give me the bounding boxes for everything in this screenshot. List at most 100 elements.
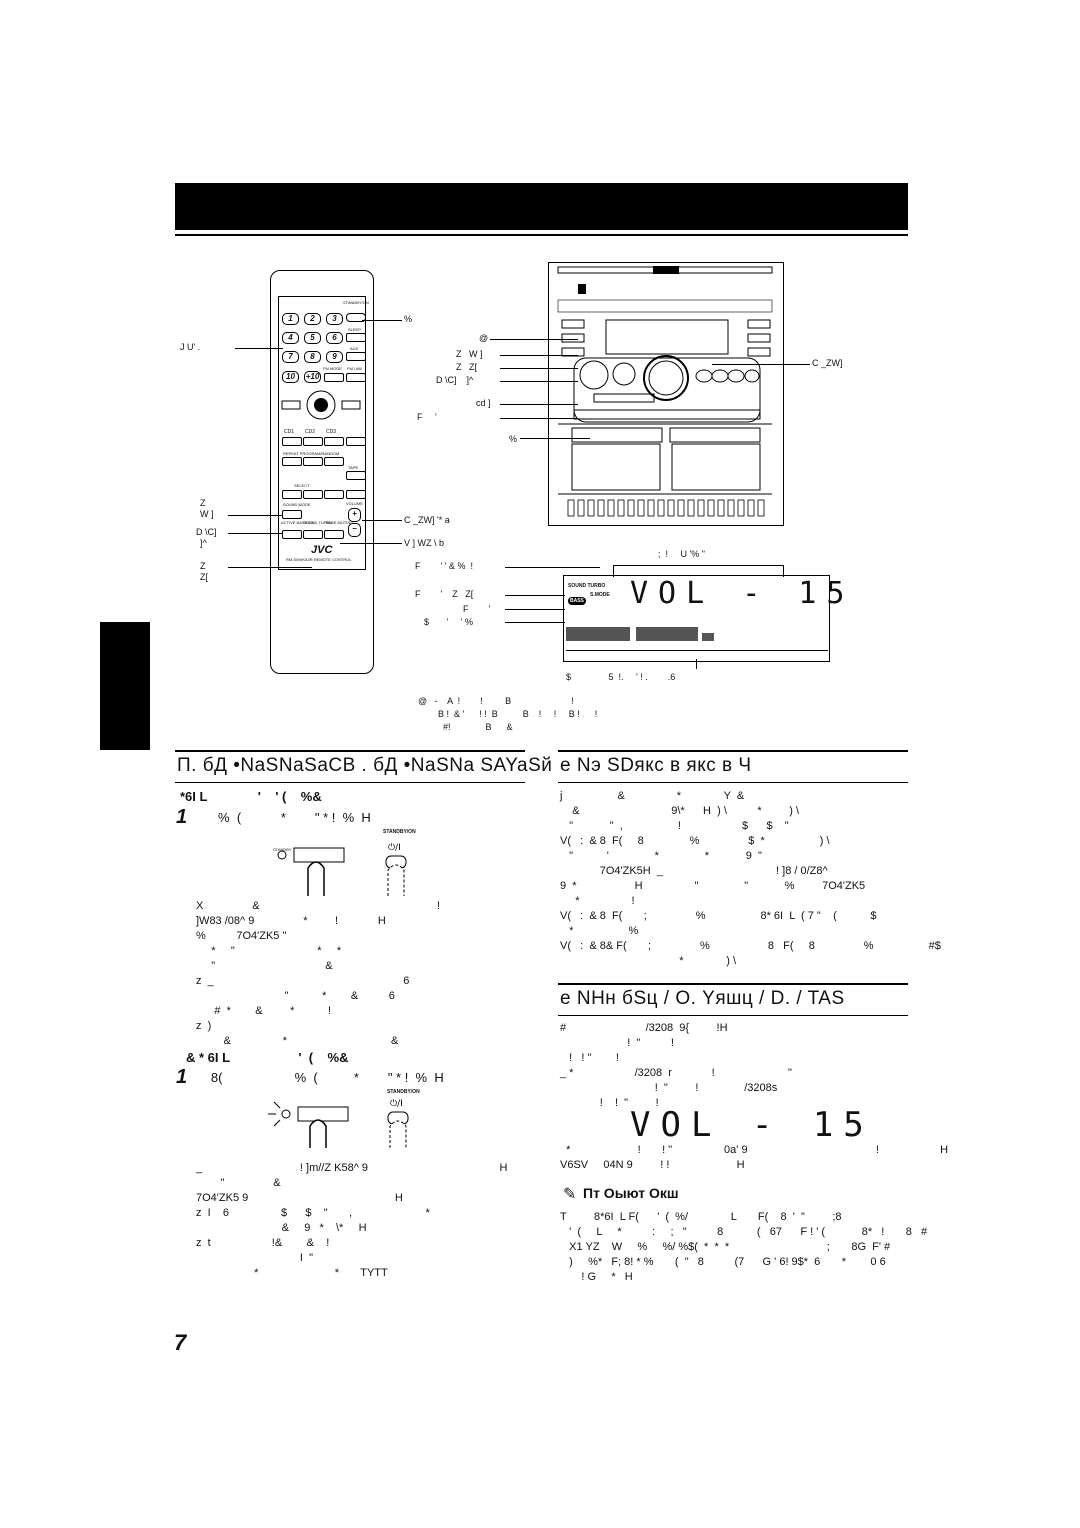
display-callout-1-line [505,567,600,568]
display-bottom-label: $ 5 !. ' ! . .6 [566,672,676,682]
left-section-rule [175,750,525,752]
remote-num-5: 5 [304,332,321,344]
left-step-1-number: 1 [176,806,188,828]
left-standby-label: STANDBY [273,847,292,852]
display-bottom-rule [566,650,828,651]
remote-fm-mode-label: FM MODE [323,366,342,371]
right1-line-9: V( : & 8 F( ; % 8* 6I L ( 7 " ( $ [560,910,877,922]
display-callout-4: $ ' ' % [424,617,473,627]
right-section-2-rule [558,983,908,985]
display-callout-4-line [505,622,565,623]
display-s-mode: S.MODE [590,592,610,598]
right2-lcd-volume: VOL - 15 [630,1105,874,1145]
unit-callout-cd: cd ] [476,398,491,408]
remote-repeat-label: REPEAT PROGRAM/RANDOM [283,451,340,456]
remote-active-bass-label: ACTIVE BASS EX. [281,520,315,525]
right1-line-3: " " , ! $ $ " [560,820,789,832]
right-section-1-rule [558,750,908,752]
left-step-1-text: % ( * " * ! % H [200,810,371,825]
remote-cd2-label: CD2 [305,429,316,435]
note-line-2: ' ( L * : ; " 8 ( 67 F ! ' ( 8* ! 8 # [560,1226,928,1238]
remote-num-3: 3 [326,313,343,325]
remote-num-4: 4 [282,332,299,344]
remote-volume-up-button: + [348,508,361,522]
remote-volume-label: VOLUME [346,501,363,506]
left-para2-line-5: & 9 * \* H [196,1222,367,1234]
remote-transport-controls [281,390,361,420]
remote-callout-volume: C _ZW] '* a [404,515,450,525]
left-para1-line-2: ]W83 /08^ 9 * ! H [196,915,386,927]
right-section-2-title-underline [558,1015,908,1016]
right1-line-7: 9 * H " " % 7O4'ZK5 [560,880,866,892]
remote-jvc-logo: JVC [311,544,333,556]
remote-aux-label: AUX [350,346,359,351]
left-para1-line-3: % 7O4'ZK5 " [196,930,287,942]
remote-select-minus-button [282,490,302,499]
header-bar [175,183,908,230]
left-step-2-text: 8( % ( * " * ! % H [200,1070,444,1085]
remote-repeat-button [282,457,302,466]
svg-text:⏻/I: ⏻/I [390,1098,403,1109]
display-segment-bar [566,627,714,641]
remote-select-plus-button [303,490,323,499]
unit-callout-cd-line [500,404,578,405]
unit-callout-volume-line [712,364,810,365]
right2-para1-line-3: ! ! " ! [560,1052,619,1064]
remote-standby-label: STANDBY/ON [343,300,369,305]
left-standby-on-label: STANDBY/ON [383,829,416,835]
right-section-2-title: e NНн бSц / О. Yяшц / D. / TAS [560,988,845,1009]
remote-num-1: 1 [282,313,299,325]
unit-callout-dc: D \C] ]^ [436,375,474,385]
remote-fade-muting-label: FADE MUTING [326,520,354,525]
display-lcd-volume: VOL - 15 [630,576,855,611]
remote-callout-fade: V ] WZ \ b [404,538,445,548]
unit-callout-f-line [500,418,578,419]
unit-callout-pct-line [520,438,590,439]
note-line-1: T 8*6I L F( ' ( %/ L F( 8 ' " ;8 [560,1211,842,1223]
remote-callout-numbers: J U' . [180,342,201,352]
display-callout-2: F ' Z Z[ [415,589,474,599]
right2-para1-line-4: _ * /3208 r ! " [560,1067,792,1079]
right2-para1-line-2: ! " ! [560,1037,674,1049]
left-power-illustration-2: ⏻/I [268,1098,409,1148]
left-subhead-2: & * 6I L ' ( %& [186,1050,349,1065]
remote-volume-down-button: − [348,523,361,537]
left-section-title-underline [175,782,525,783]
remote-volume-mode-button [324,490,344,499]
left-para1-line-4: * " * * [196,945,342,957]
display-callout-3: F ' [463,604,491,614]
right-section-1-title-underline [558,782,908,783]
side-language-tab [100,622,150,750]
remote-callout-standby-line [362,320,402,321]
unit-callout-dc-line [500,381,578,382]
remote-sleep-label: SLEEP [348,327,361,332]
remote-sleep-button [346,333,366,342]
main-unit-illustration [548,262,784,526]
unit-callout-zw: Z W ] [456,349,483,359]
left-subhead-1: *6I L ' ' ( %& [180,789,322,804]
left-para1-line-8: # * & * ! [196,1005,332,1017]
figure-caption-line-2: B ! & ' ! ! B B ! ! B ! ! [418,709,598,719]
remote-callout-fade-line [340,543,402,544]
remote-fm-am-button [346,373,366,382]
right1-line-10: * % [560,925,639,937]
remote-callout-standby: % [404,314,413,324]
remote-cd3-label: CD3 [326,429,337,435]
remote-callout-bass-line [228,533,283,534]
remote-num-6: 6 [326,332,343,344]
remote-callout-sound-mode-line [228,515,283,516]
left-para2-line-3: 7O4'ZK5 9 H [196,1192,403,1204]
left-para1-line-7: " * & 6 [196,990,395,1002]
remote-fm-am-label: FM / AM [347,366,362,371]
display-sound-turbo: SOUND TURBO [568,583,606,589]
remote-sound-mode-button [282,510,302,519]
note-line-3: X1 YZ W % %/ %$( * * * ; 8G F' # [560,1241,891,1253]
right2-para2-line-1: * ! ! " 0a' 9 ! H [560,1144,949,1156]
remote-control-illustration [270,270,374,674]
remote-tape-button [346,471,366,480]
left-para2-line-1: _ ! ]m//Z K58^ 9 H [196,1162,508,1174]
remote-sound-turbo-button [303,530,323,539]
right2-para1-line-5: ! " ! /3208s [560,1082,778,1094]
unit-callout-zw-line [500,355,578,356]
right1-line-1: j & * Y & [560,790,745,802]
